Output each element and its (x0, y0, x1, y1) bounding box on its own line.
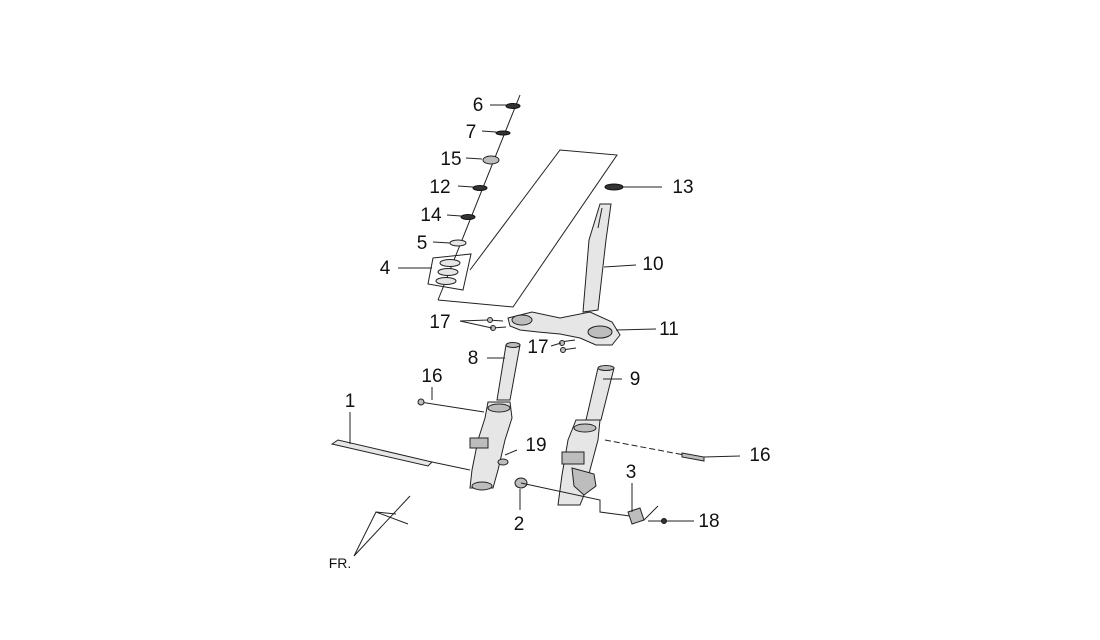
left-slider-clamp (487, 403, 511, 413)
part-17-bolt-d-head (560, 347, 566, 353)
front-direction-arrow (353, 495, 411, 557)
part-3-arm (643, 505, 659, 521)
left-tube-top (505, 342, 521, 348)
stem-projection-bracket (437, 149, 618, 308)
callout-11: 11 (659, 319, 679, 340)
bridge-left-clamp (511, 314, 533, 326)
left-axle-boss (471, 481, 493, 491)
callout-5: 5 (417, 233, 428, 254)
part-10-steering-stem (582, 203, 612, 313)
part-16-right-bolt (681, 452, 705, 462)
callout-9: 9 (630, 369, 641, 390)
callout-17a: 17 (429, 312, 450, 333)
callout-16a: 16 (421, 366, 442, 387)
front-direction-tick (375, 511, 397, 515)
callout-2: 2 (514, 514, 525, 535)
part-16-right-bolt-line (604, 439, 701, 459)
part-8-left-slider (469, 401, 513, 489)
part-16-left-bolt (419, 401, 485, 413)
callout-10: 10 (642, 254, 663, 275)
part-3-bracket (627, 507, 645, 525)
bridge-right-clamp (587, 325, 613, 339)
part-4-ring-b (437, 268, 459, 276)
leader-17b (550, 342, 562, 347)
callout-19: 19 (525, 435, 546, 456)
callout-14: 14 (420, 205, 442, 226)
callout-4: 4 (380, 258, 391, 279)
part-4-ring-c (435, 277, 457, 285)
callout-15: 15 (440, 149, 461, 170)
leader-17a-2 (459, 320, 493, 329)
part-6-nut (505, 103, 521, 109)
leader-5 (432, 241, 451, 244)
axle-line (431, 461, 471, 471)
part-12-race (472, 185, 488, 191)
front-direction-label: FR. (329, 555, 352, 571)
part-5-washer (449, 239, 467, 247)
callout-1: 1 (345, 391, 356, 412)
part-8-left-inner-tube (496, 344, 521, 401)
callout-13: 13 (672, 177, 693, 198)
part-4-ring-a (439, 259, 461, 267)
leader-12 (457, 185, 474, 188)
part-9-right-inner-tube (585, 367, 615, 421)
part-16-left-bolt-head (417, 398, 425, 406)
leader-11 (615, 328, 657, 331)
part-2-guide-line (520, 482, 631, 517)
left-caliper-mount (469, 437, 489, 449)
leader-15 (465, 157, 483, 160)
speedo-drive (571, 467, 597, 496)
part-7-washer (495, 130, 511, 136)
leader-16b (703, 455, 741, 458)
part-19-bolt (497, 458, 509, 466)
callout-7: 7 (466, 122, 477, 143)
callout-17b: 17 (527, 337, 548, 358)
callout-16b: 16 (749, 445, 770, 466)
right-tube-top (597, 365, 615, 371)
leader-17a (459, 319, 489, 322)
part-14-race (460, 214, 476, 220)
right-caliper-mount (561, 451, 585, 465)
part-13-washer (604, 183, 624, 191)
part-15-cone (482, 155, 500, 165)
right-slider-clamp (573, 423, 597, 433)
leader-19 (504, 449, 518, 456)
callout-18: 18 (698, 511, 719, 532)
part-4-box (427, 253, 472, 291)
part-1-front-axle (330, 439, 433, 467)
callout-12: 12 (429, 177, 450, 198)
stem-thread (597, 207, 603, 229)
callout-3: 3 (626, 462, 637, 483)
leader-10 (603, 264, 637, 268)
callout-8: 8 (468, 348, 479, 369)
leader-14 (446, 214, 462, 217)
leader-7 (481, 130, 497, 133)
callout-6: 6 (473, 95, 484, 116)
part-18-bolt (661, 518, 667, 524)
part-17-bolt-a-head (487, 317, 493, 323)
